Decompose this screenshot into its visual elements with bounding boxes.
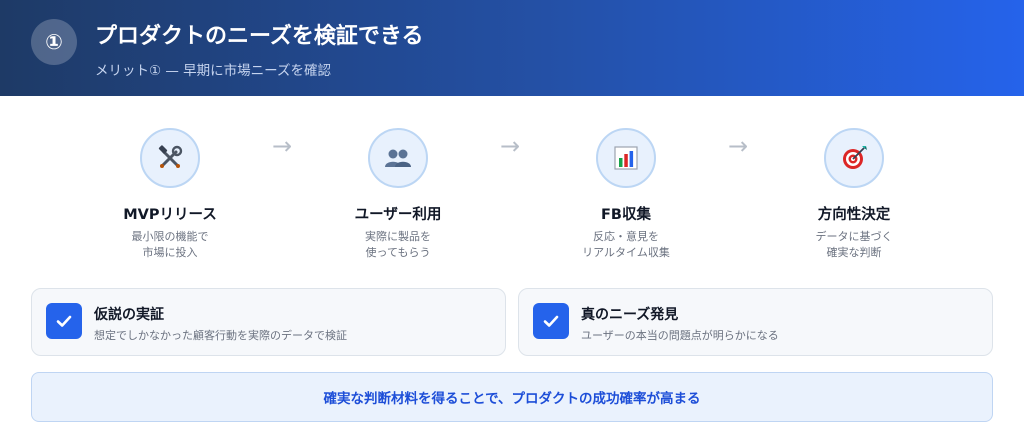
step-feedback-collection: FB収集 反応・意見を リアルタイム収集 <box>526 128 726 261</box>
conclusion-text: 確実な判断材料を得ることで、プロダクトの成功確率が高まる <box>323 391 701 407</box>
step-title: MVPリリース <box>123 207 217 223</box>
step-user-usage: ユーザー利用 実際に製品を 使ってもらう <box>298 128 498 261</box>
step-description: 反応・意見を リアルタイム収集 <box>526 229 726 261</box>
step-title: FB収集 <box>601 207 651 223</box>
page-title: プロダクトのニーズを検証できる <box>95 24 424 49</box>
users-icon <box>368 128 428 188</box>
card-description: ユーザーの本当の問題点が明らかになる <box>581 329 779 342</box>
card-title: 仮説の実証 <box>94 307 164 323</box>
card-true-needs-discovery: 真のニーズ発見 ユーザーの本当の問題点が明らかになる <box>518 288 993 356</box>
step-title: 方向性決定 <box>817 207 891 223</box>
step-desc-line: リアルタイム収集 <box>582 246 670 259</box>
step-desc-line: 最小限の機能で <box>131 230 209 243</box>
card-title: 真のニーズ発見 <box>581 307 679 323</box>
number-badge: ① <box>31 19 77 65</box>
step-description: 最小限の機能で 市場に投入 <box>70 229 270 261</box>
header-banner: ① プロダクトのニーズを検証できる メリット① — 早期に市場ニーズを確認 <box>0 0 1024 96</box>
step-desc-line: 使ってもらう <box>365 246 431 259</box>
step-desc-line: 確実な判断 <box>826 246 882 259</box>
tools-icon <box>140 128 200 188</box>
step-description: 実際に製品を 使ってもらう <box>298 229 498 261</box>
card-description: 想定でしかなかった顧客行動を実際のデータで検証 <box>94 329 347 342</box>
bar-chart-icon <box>596 128 656 188</box>
step-description: データに基づく 確実な判断 <box>754 229 954 261</box>
step-desc-line: 反応・意見を <box>593 230 659 243</box>
target-icon <box>824 128 884 188</box>
step-desc-line: 市場に投入 <box>142 246 198 259</box>
arrow-right-icon: → <box>271 132 293 160</box>
arrow-right-icon: → <box>499 132 521 160</box>
step-direction-decision: 方向性決定 データに基づく 確実な判断 <box>754 128 954 261</box>
conclusion-banner: 確実な判断材料を得ることで、プロダクトの成功確率が高まる <box>31 372 993 422</box>
arrow-right-icon: → <box>727 132 749 160</box>
page-subtitle: メリット① — 早期に市場ニーズを確認 <box>95 63 332 79</box>
step-title: ユーザー利用 <box>354 207 442 223</box>
checkbox-checked-icon <box>46 303 82 339</box>
checkbox-checked-icon <box>533 303 569 339</box>
step-desc-line: データに基づく <box>815 230 893 243</box>
step-desc-line: 実際に製品を <box>365 230 431 243</box>
step-mvp-release: MVPリリース 最小限の機能で 市場に投入 <box>70 128 270 261</box>
card-hypothesis-verification: 仮説の実証 想定でしかなかった顧客行動を実際のデータで検証 <box>31 288 506 356</box>
